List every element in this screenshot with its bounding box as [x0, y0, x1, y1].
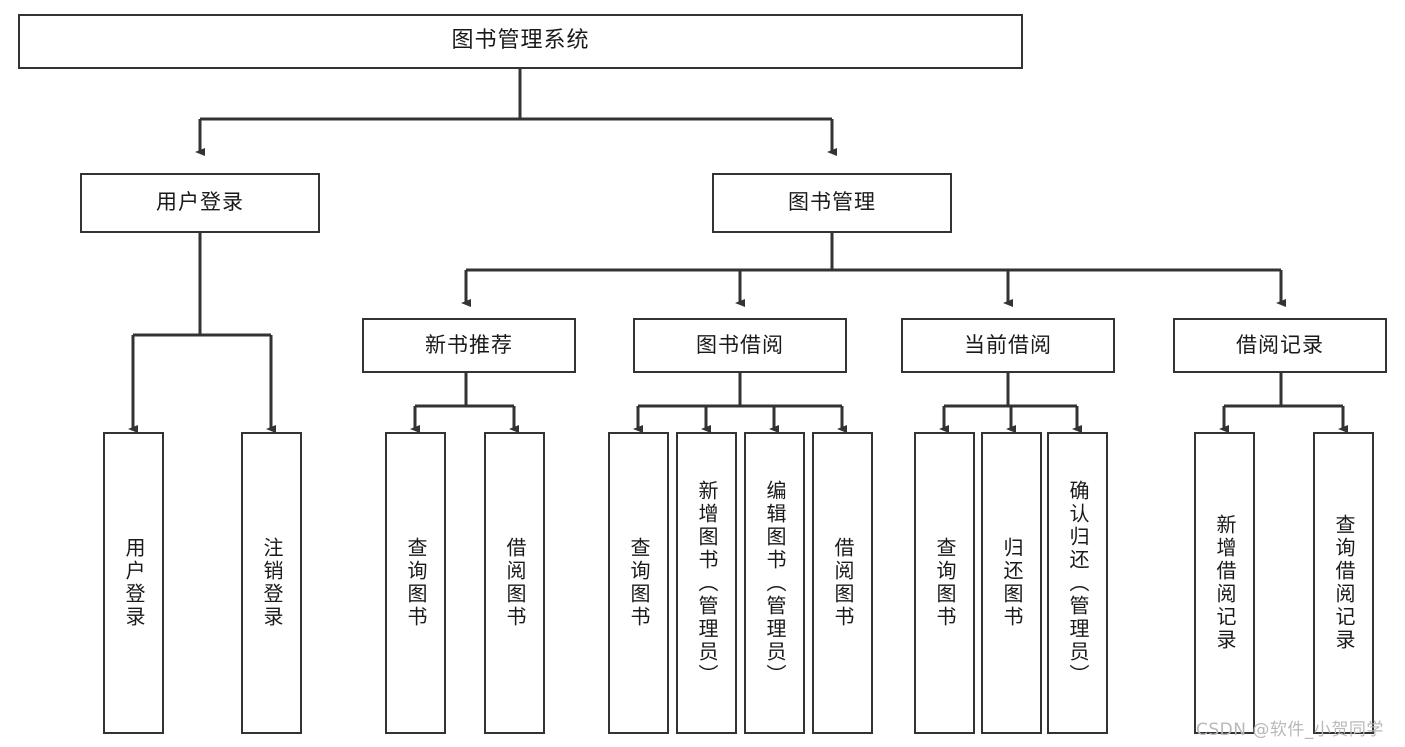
leaf-label: 归还图书	[1000, 537, 1024, 629]
leaf-borrow-record-query[interactable]: 查询借阅记录	[1313, 432, 1374, 734]
leaf-label: 新增图书（管理员）	[695, 479, 719, 687]
leaf-new-book-query[interactable]: 查询图书	[385, 432, 446, 734]
leaf-label: 注销登录	[260, 537, 284, 629]
node-new-book-recommend[interactable]: 新书推荐	[362, 318, 576, 373]
leaf-label: 查询借阅记录	[1332, 514, 1356, 652]
leaf-label: 编辑图书（管理员）	[763, 479, 787, 687]
leaf-book-borrow-query[interactable]: 查询图书	[608, 432, 669, 734]
leaf-book-borrow-edit[interactable]: 编辑图书（管理员）	[744, 432, 805, 734]
leaf-label: 查询图书	[933, 537, 957, 629]
node-current-borrow[interactable]: 当前借阅	[901, 318, 1115, 373]
csdn-watermark: CSDN @软件_小贺同学	[1196, 720, 1384, 740]
leaf-new-book-borrow[interactable]: 借阅图书	[484, 432, 545, 734]
node-user-login[interactable]: 用户登录	[80, 173, 320, 233]
leaf-current-borrow-query[interactable]: 查询图书	[914, 432, 975, 734]
leaf-book-borrow-borrow[interactable]: 借阅图书	[812, 432, 873, 734]
leaf-user-login-logout[interactable]: 注销登录	[241, 432, 302, 734]
node-book-management[interactable]: 图书管理	[712, 173, 952, 233]
leaf-label: 借阅图书	[503, 537, 527, 629]
leaf-label: 借阅图书	[831, 537, 855, 629]
leaf-current-borrow-confirm[interactable]: 确认归还（管理员）	[1047, 432, 1108, 734]
leaf-label: 新增借阅记录	[1213, 514, 1237, 652]
node-root-system[interactable]: 图书管理系统	[18, 14, 1023, 69]
leaf-borrow-record-add[interactable]: 新增借阅记录	[1194, 432, 1255, 734]
node-book-borrow[interactable]: 图书借阅	[633, 318, 847, 373]
leaf-label: 查询图书	[404, 537, 428, 629]
leaf-label: 确认归还（管理员）	[1066, 479, 1090, 687]
leaf-label: 用户登录	[122, 537, 146, 629]
node-borrow-record[interactable]: 借阅记录	[1173, 318, 1387, 373]
leaf-book-borrow-add[interactable]: 新增图书（管理员）	[676, 432, 737, 734]
leaf-label: 查询图书	[627, 537, 651, 629]
leaf-current-borrow-return[interactable]: 归还图书	[981, 432, 1042, 734]
leaf-user-login-login[interactable]: 用户登录	[103, 432, 164, 734]
